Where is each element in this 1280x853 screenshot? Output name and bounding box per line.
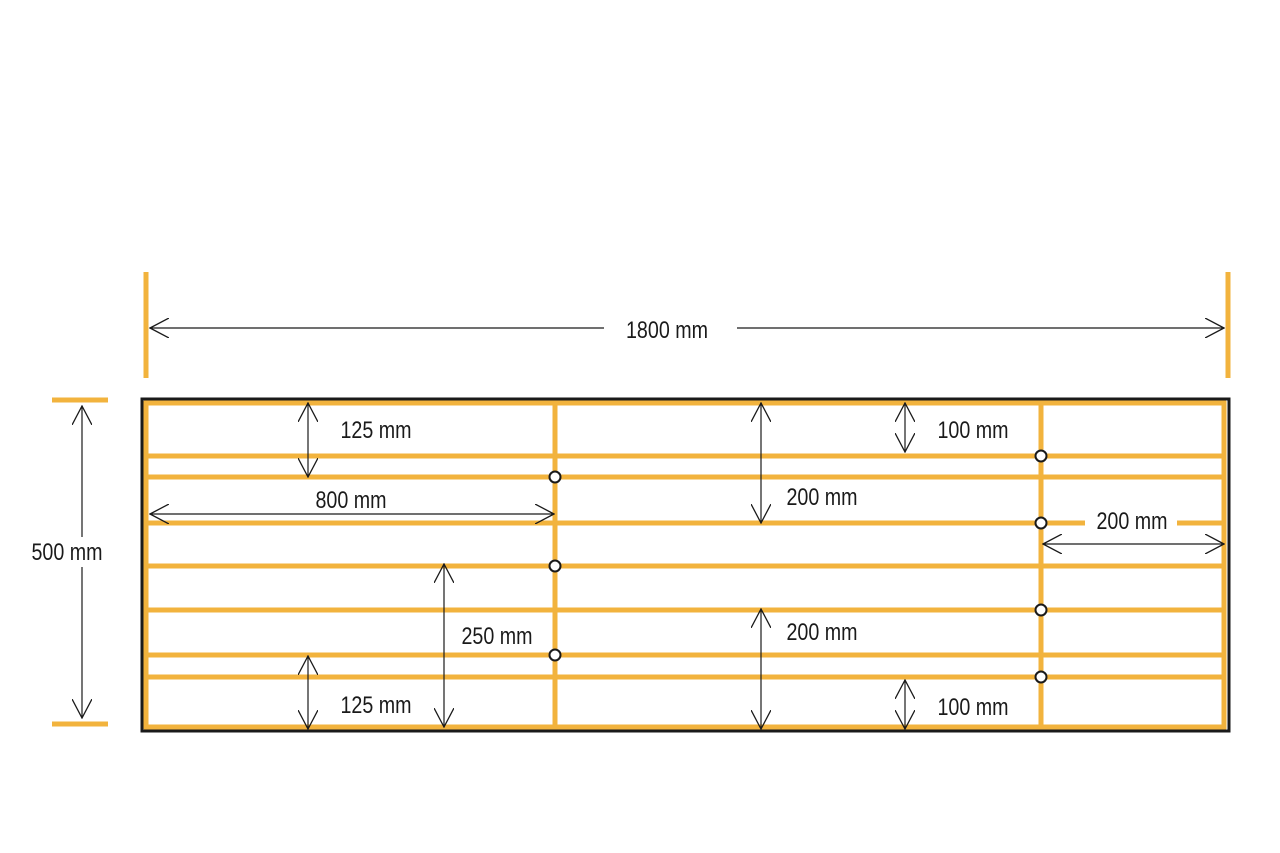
label-left-panel-width: 800 mm xyxy=(315,486,386,513)
knot xyxy=(548,559,562,573)
label-bg-overall-height xyxy=(28,537,108,567)
dimension-labels: 1800 mm 500 mm 125 mm 800 mm 250 mm 125 … xyxy=(31,316,1167,720)
label-middle-gap-left: 250 mm xyxy=(461,622,532,649)
label-bottom-strip-right: 100 mm xyxy=(937,693,1008,720)
panel-frame xyxy=(140,397,1231,733)
knot xyxy=(548,470,562,484)
panel-bars xyxy=(143,400,1227,730)
knot xyxy=(548,648,562,662)
dimension-lines xyxy=(82,328,1224,729)
knot xyxy=(1034,670,1048,684)
knot xyxy=(1034,603,1048,617)
label-top-strip-right: 100 mm xyxy=(937,416,1008,443)
height-extension-lines xyxy=(52,397,108,727)
label-top-strip-left: 125 mm xyxy=(340,416,411,443)
label-right-panel-width: 200 mm xyxy=(1096,507,1167,534)
knot xyxy=(1034,449,1048,463)
label-bottom-strip-left: 125 mm xyxy=(340,691,411,718)
label-overall-width: 1800 mm xyxy=(626,316,708,343)
width-extension-lines xyxy=(143,272,1231,378)
knot xyxy=(1034,516,1048,530)
label-bg-right-panel-width xyxy=(1085,506,1177,534)
label-middle-lower: 200 mm xyxy=(786,618,857,645)
knots xyxy=(548,449,1048,684)
label-overall-height: 500 mm xyxy=(31,538,102,565)
label-middle-upper: 200 mm xyxy=(786,483,857,510)
